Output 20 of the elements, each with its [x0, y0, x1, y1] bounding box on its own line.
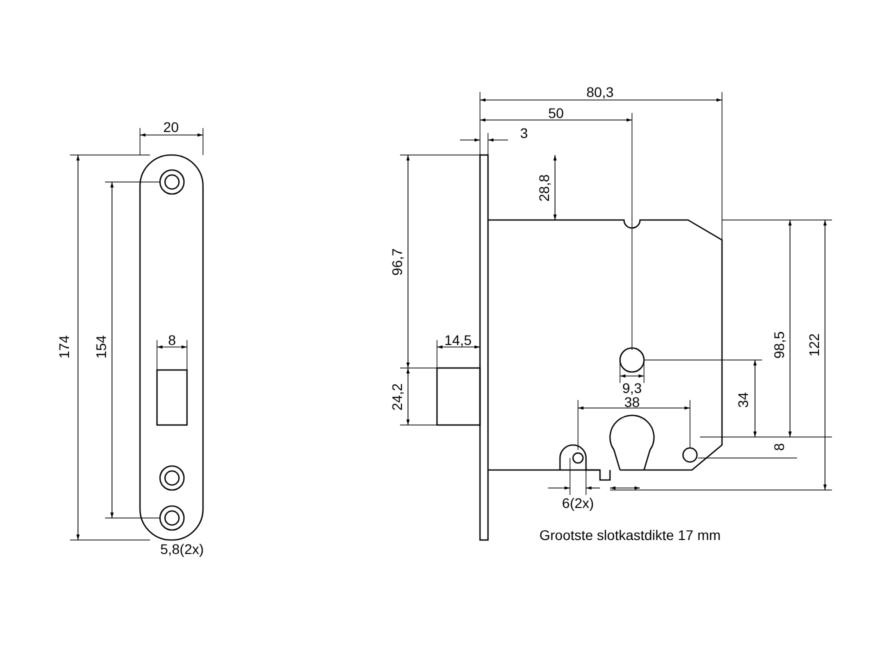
dimension-label: 5,8(2x)	[160, 542, 204, 556]
dimension-label: 122	[807, 333, 821, 357]
dimension-label: 28,8	[537, 174, 551, 202]
dimension-label: 20	[163, 120, 179, 134]
dimension-label: 34	[736, 392, 750, 408]
dimension-label: 50	[548, 106, 564, 120]
dimension-label: 8	[772, 443, 786, 451]
note-text: Grootste slotkastdikte 17 mm	[539, 528, 721, 542]
dimension-label: 80,3	[586, 85, 614, 99]
dimension-label: 38	[624, 395, 640, 409]
dimension-label: 8	[168, 333, 176, 347]
dimension-label: 14,5	[444, 333, 472, 347]
dimension-label: 9,3	[622, 381, 642, 395]
dimension-label: 98,5	[772, 331, 786, 359]
dimension-label: 174	[57, 335, 71, 359]
dimension-label: 6(2x)	[562, 496, 594, 510]
dimension-label: 154	[94, 335, 108, 359]
dimension-label: 3	[520, 126, 528, 140]
dimension-label: 24,2	[390, 383, 404, 411]
dimension-label: 96,7	[390, 248, 404, 276]
